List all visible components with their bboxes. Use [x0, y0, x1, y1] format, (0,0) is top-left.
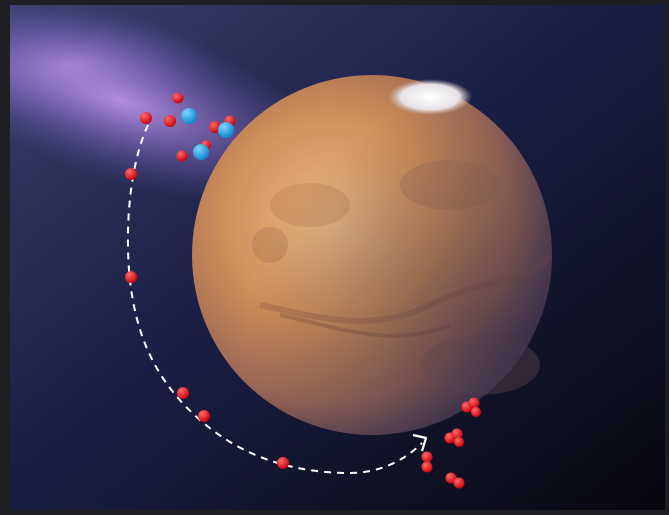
- water-molecules: [164, 92, 236, 162]
- mars-planet: [192, 75, 553, 435]
- path-arrowhead: [412, 433, 428, 452]
- polar-ice-cap: [388, 79, 472, 115]
- oxygen-pairs: [421, 397, 481, 489]
- mars-illustration: [10, 5, 665, 510]
- upper-glow: [10, 5, 220, 125]
- space-scene: [10, 5, 665, 510]
- escaping-oxygen-atoms: [125, 112, 289, 469]
